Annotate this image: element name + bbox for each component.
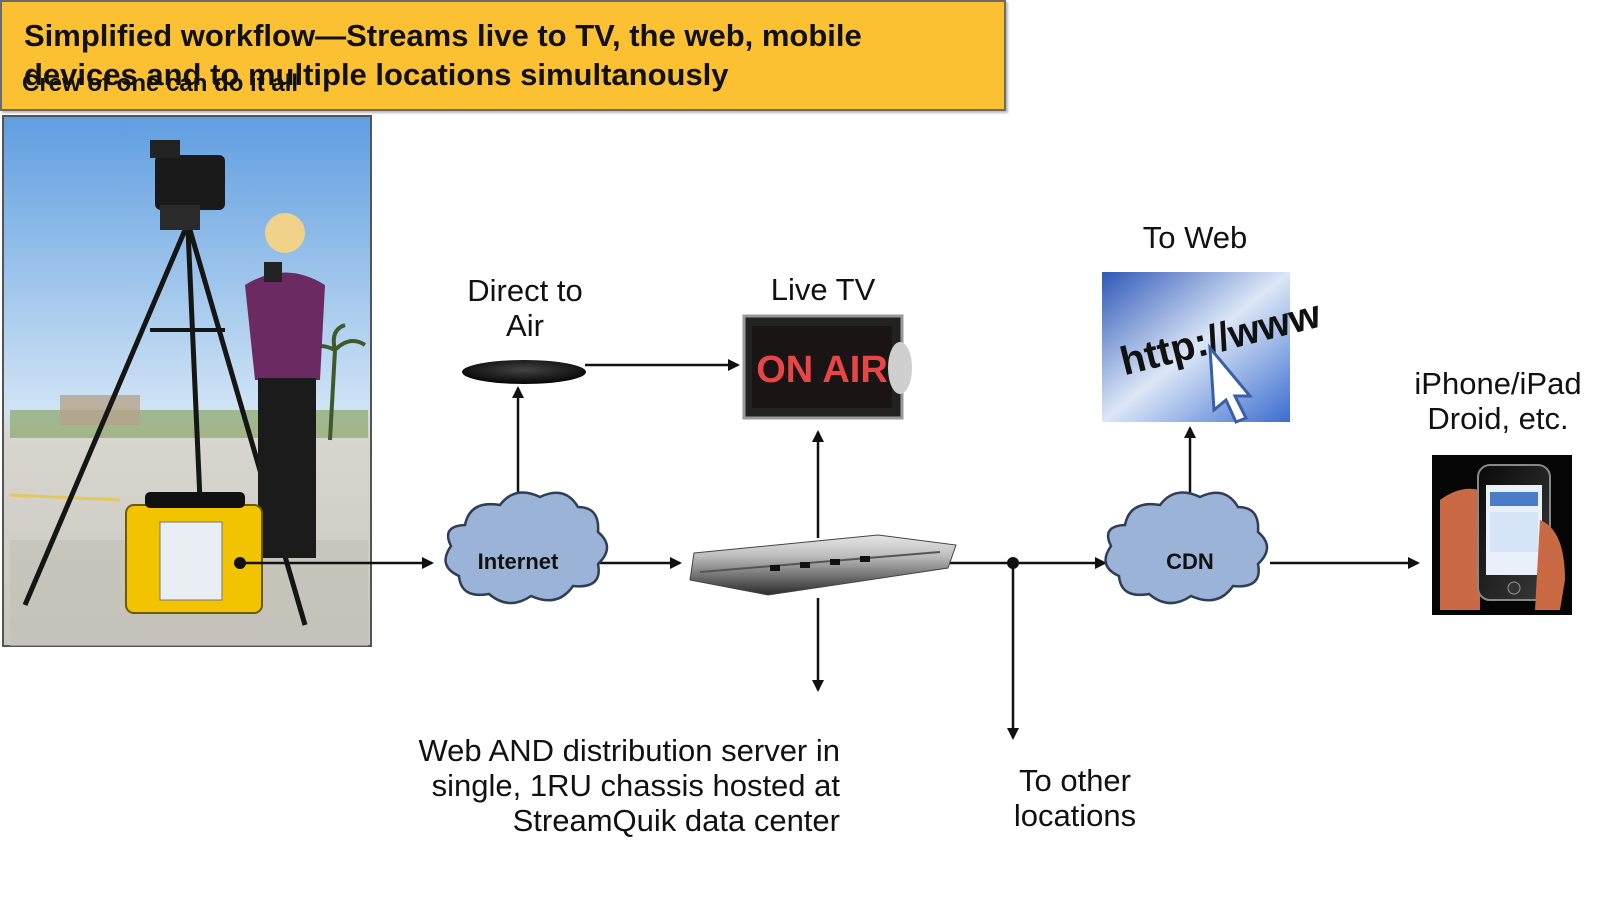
internet-cloud — [444, 491, 609, 605]
internet-label: Internet — [477, 549, 559, 574]
server-line-2: single, 1RU chassis hosted at — [431, 768, 840, 803]
cdn-cloud — [1104, 491, 1269, 605]
to-web-label: To Web — [1142, 220, 1248, 255]
mobile-line-2: Droid, etc. — [1427, 401, 1569, 436]
smartphone-icon — [1432, 455, 1572, 615]
other-locations-label: To other locations — [985, 763, 1165, 833]
banner-text: Simplified workflow—Streams live to TV, … — [24, 16, 862, 94]
workflow-banner: Simplified workflow—Streams live to TV, … — [0, 0, 1006, 111]
banner-line-1: Simplified workflow—Streams live to TV, … — [24, 18, 862, 53]
connector-arrows — [240, 359, 1420, 740]
banner-line-2: devices and to multiple locations simult… — [24, 57, 729, 92]
cdn-label: CDN — [1166, 549, 1214, 574]
junction-dot — [1007, 557, 1019, 569]
server-line-1: Web AND distribution server in — [418, 733, 840, 768]
server-rack-icon — [689, 534, 957, 596]
direct-to-air-line-1: Direct to — [467, 273, 583, 308]
other-locations-line-1: To other — [1018, 763, 1131, 798]
web-browser-icon: http://www — [1102, 272, 1326, 424]
crew-caption: Crew of one can do it all — [22, 70, 299, 97]
other-locations-line-2: locations — [1013, 798, 1137, 833]
live-tv-label: Live TV — [770, 272, 876, 307]
server-description: Web AND distribution server in single, 1… — [300, 733, 840, 838]
on-air-text: ON AIR — [756, 349, 888, 391]
mobile-line-1: iPhone/iPad — [1414, 366, 1582, 401]
direct-to-air-label: Direct to Air — [440, 273, 610, 343]
broadcast-dish-icon — [462, 360, 586, 384]
server-line-3: StreamQuik data center — [512, 803, 840, 838]
mobile-devices-label: iPhone/iPad Droid, etc. — [1398, 366, 1598, 436]
field-crew-photo — [2, 115, 372, 647]
on-air-sign-icon: ON AIR — [742, 314, 912, 420]
direct-to-air-line-2: Air — [506, 308, 544, 343]
